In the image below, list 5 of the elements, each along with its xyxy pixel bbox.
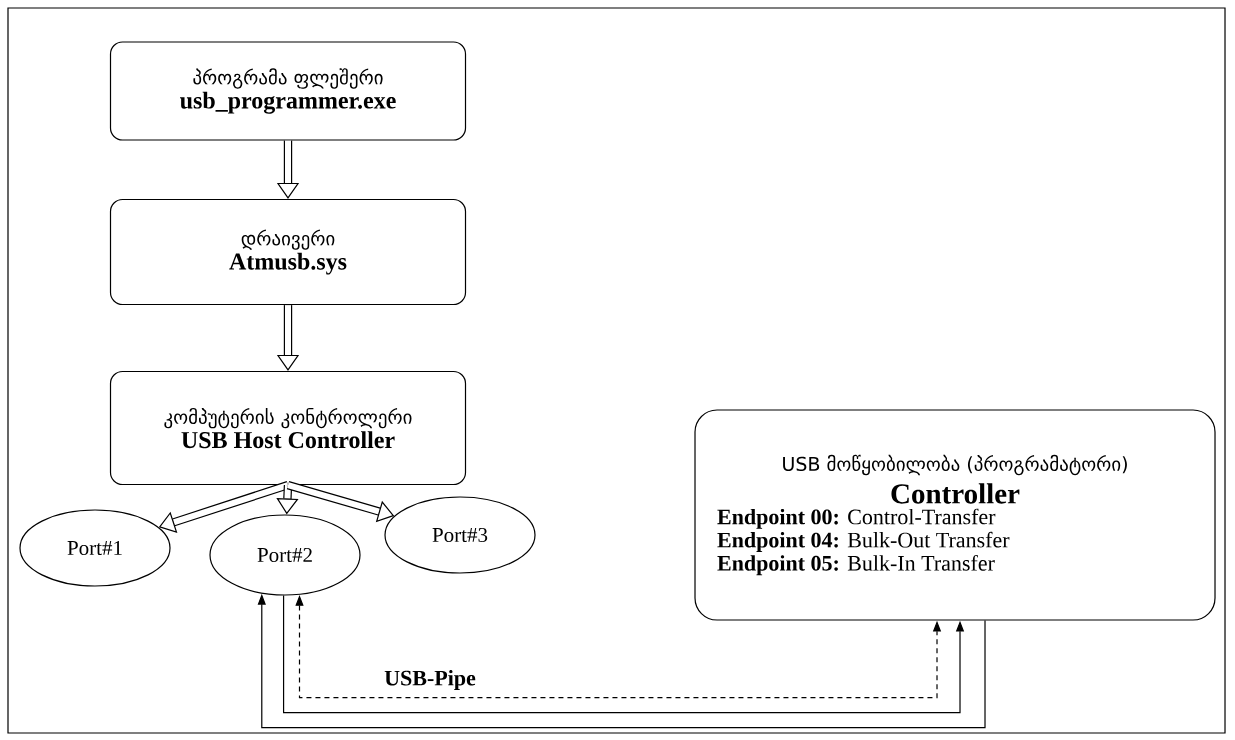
device-box: USB მოწყობილობა (პროგრამატორი) Controller Endpoint 00: Control-Transfer Endpoint 04: Bulk-Out Transfer Endpoint 05: Bulk-In Transfer — [694, 409, 1216, 621]
process-box: პროგრამა ფლეშერი usb_programmer.exe — [109, 41, 467, 141]
process-box: დრაივერი Atmusb.sys — [109, 198, 467, 306]
edge-label: USB-Pipe — [382, 668, 478, 692]
process-box: კომპუტერის კონტროლერი USB Host Controller — [109, 370, 467, 486]
